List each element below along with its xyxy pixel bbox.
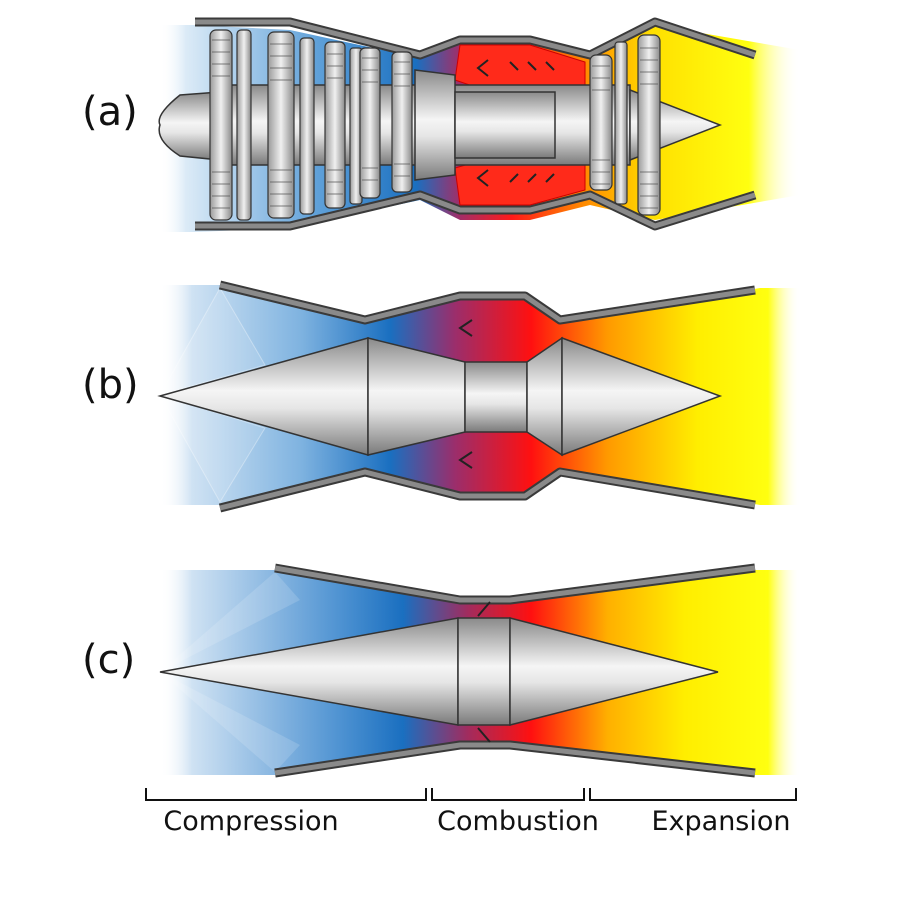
engine-a-casing-top-inner bbox=[195, 19, 756, 58]
engine-b-center-body-mid bbox=[464, 361, 528, 433]
engine-c-scramjet bbox=[159, 563, 800, 778]
compression-label: Compression bbox=[163, 806, 338, 837]
engine-c-casing-bottom-inner bbox=[274, 742, 756, 776]
engine-a-casing-bottom-inner bbox=[195, 192, 756, 229]
engine-a-turbine-stages bbox=[589, 34, 661, 216]
engine-c-center-body-mid bbox=[457, 617, 511, 726]
engine-c-fuel-injectors bbox=[477, 601, 491, 743]
engine-b-flameholders bbox=[458, 319, 473, 469]
stage-brackets bbox=[145, 788, 797, 801]
engine-a-shaft-neck bbox=[414, 69, 456, 181]
engine-b-tail-cone bbox=[561, 336, 723, 457]
engine-a-mid-drum bbox=[454, 91, 556, 159]
engine-c-label: (c) bbox=[82, 637, 135, 683]
engine-c-casing-top-inner bbox=[274, 565, 756, 603]
engine-a-fuel-injectors bbox=[476, 59, 555, 187]
engine-b-casing-bottom-inner bbox=[219, 469, 756, 511]
expansion-label: Expansion bbox=[651, 806, 790, 837]
engine-a-spinner bbox=[158, 91, 221, 161]
combustion-bracket bbox=[431, 788, 585, 801]
engine-b-casing-top-inner bbox=[219, 282, 756, 323]
engine-a-compressor-stages bbox=[209, 29, 413, 221]
engine-a-label: (a) bbox=[82, 89, 138, 135]
engine-a-turbojet bbox=[158, 17, 800, 232]
engine-a-compressor-blade-teeth bbox=[212, 39, 410, 209]
combustion-label: Combustion bbox=[437, 806, 599, 837]
engine-b-ramjet bbox=[157, 280, 800, 513]
compression-bracket bbox=[145, 788, 427, 801]
engine-c-shock-cones bbox=[160, 572, 300, 772]
expansion-bracket bbox=[589, 788, 797, 801]
engine-b-label: (b) bbox=[82, 362, 139, 408]
engine-c-tail-cone bbox=[509, 617, 719, 726]
engine-a-turbine-blade-teeth bbox=[592, 47, 658, 209]
